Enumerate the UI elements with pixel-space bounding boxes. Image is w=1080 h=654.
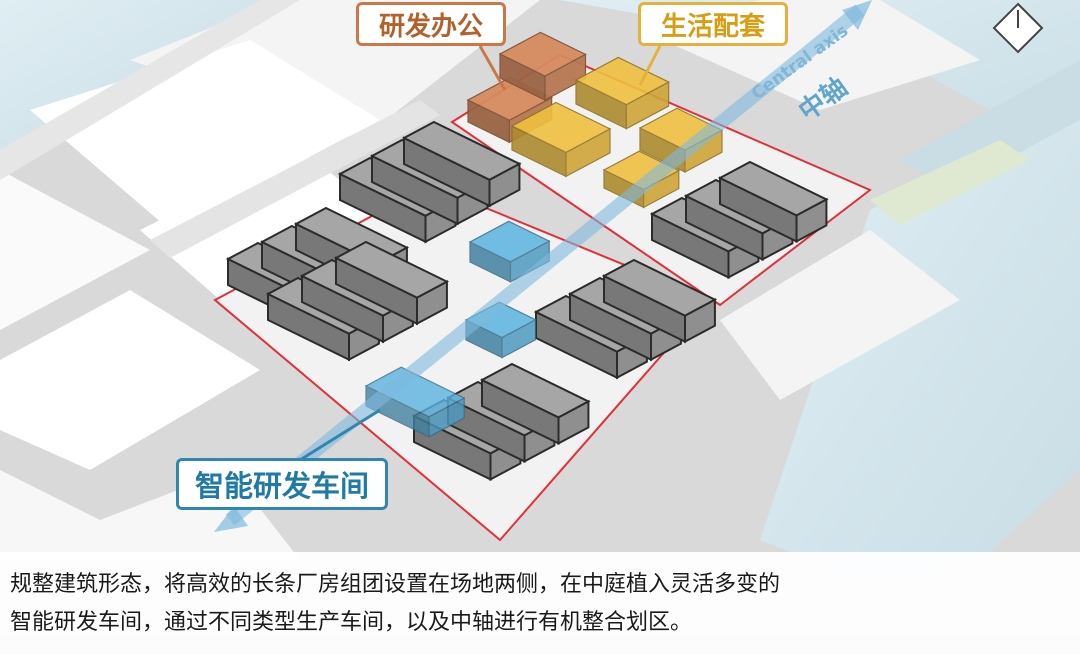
label-smart-workshop: 智能研发车间 [176, 458, 388, 510]
living-block [574, 56, 670, 130]
central-axis-arrow [225, 4, 865, 526]
water-area [560, 0, 1080, 160]
leader-line [299, 408, 381, 462]
rd-office-block [498, 31, 587, 102]
axis-arrowhead [842, 0, 872, 30]
empty-lot [0, 170, 150, 330]
factory-block [479, 362, 591, 446]
empty-lot [720, 230, 960, 400]
building-blocks [225, 31, 829, 482]
north-arrow-icon [992, 2, 1044, 54]
factory-block [333, 240, 450, 326]
factory-block [601, 258, 718, 344]
green-strip [870, 140, 1030, 225]
leader-line [478, 45, 507, 91]
living-block [510, 101, 612, 178]
factory-block [401, 120, 522, 208]
caption-line-2: 智能研发车间，通过不同类型生产车间，以及中轴进行有机整合划区。 [10, 610, 693, 635]
road [150, 100, 440, 258]
empty-lot [0, 290, 260, 470]
label-living-facilities: 生活配套 [638, 2, 788, 46]
road [0, 0, 300, 180]
water-area [760, 110, 1080, 580]
caption-panel: 规整建筑形态，将高效的长条厂房组团设置在场地两侧，在中庭植入灵活多变的 智能研发… [0, 552, 1080, 654]
axis-arrowhead [214, 506, 248, 532]
smart-workshop-block [468, 220, 551, 283]
caption-line-1: 规整建筑形态，将高效的长条厂房组团设置在场地两侧，在中庭植入灵活多变的 [10, 572, 781, 597]
factory-block [717, 160, 829, 244]
empty-lot [140, 150, 380, 300]
label-rd-office: 研发办公 [356, 2, 506, 46]
leader-line [638, 45, 662, 86]
water-area [900, 60, 1080, 190]
